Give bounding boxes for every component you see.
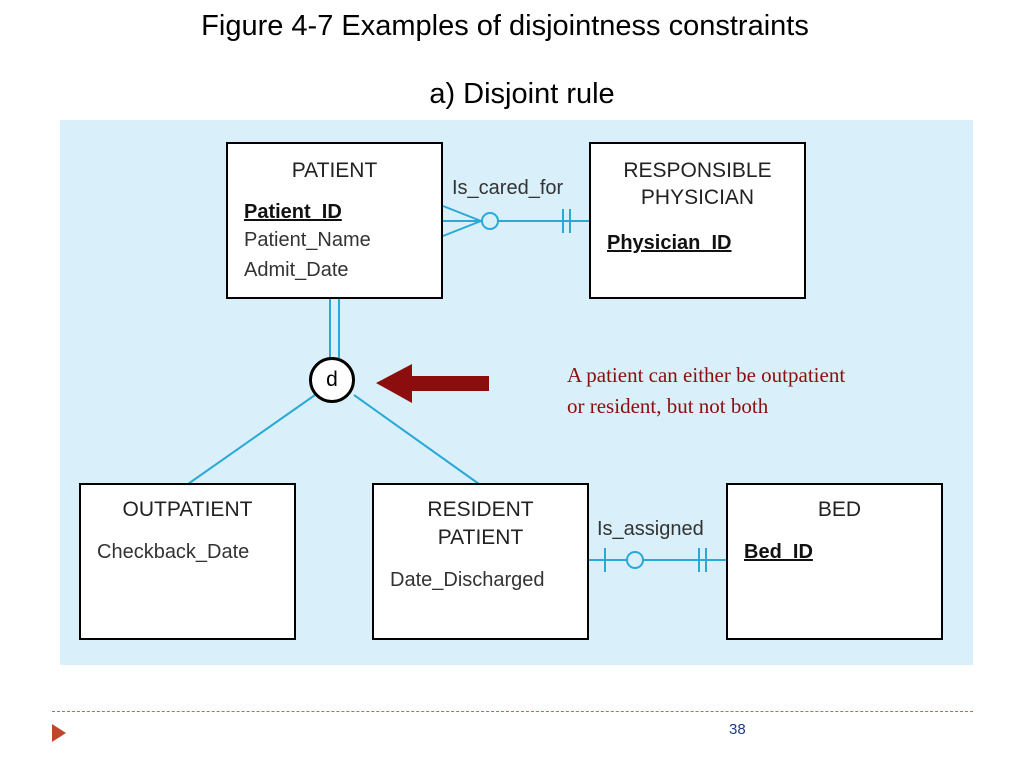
relationship-is-cared-for-label: Is_cared_for xyxy=(452,177,564,199)
entity-responsible-physician: RESPONSIBLE PHYSICIAN Physician_ID xyxy=(589,142,806,299)
disjoint-symbol: d xyxy=(309,357,355,403)
entity-patient-name: PATIENT xyxy=(291,159,378,182)
entity-bed-name: BED xyxy=(817,498,861,521)
subtype-link-resident xyxy=(353,394,480,485)
pointer-arrow xyxy=(376,364,489,403)
patient-name-attribute: Patient_Name xyxy=(244,229,371,251)
entity-outpatient: OUTPATIENT Checkback_Date xyxy=(79,483,296,640)
entity-resident-patient-name-line2: PATIENT xyxy=(437,526,524,549)
annotation-line-1: A patient can either be outpatient xyxy=(567,363,846,387)
checkback-date-attribute: Checkback_Date xyxy=(97,541,250,563)
entity-responsible-physician-name-line2: PHYSICIAN xyxy=(640,186,755,209)
footer-triangle-icon xyxy=(52,724,66,742)
relationship-is-assigned-label: Is_assigned xyxy=(597,518,704,540)
subtype-link-outpatient xyxy=(187,394,316,485)
crowfoot-upper xyxy=(442,205,482,222)
annotation-text: A patient can either be outpatient or re… xyxy=(567,360,967,422)
patient-id-attribute: Patient_ID xyxy=(244,201,342,223)
entity-patient: PATIENT Patient_ID Patient_Name Admit_Da… xyxy=(226,142,443,299)
optional-circle-resident-side xyxy=(626,551,644,569)
entity-responsible-physician-name-line1: RESPONSIBLE xyxy=(623,159,772,182)
entity-bed: BED Bed_ID xyxy=(726,483,943,640)
slide-title: Figure 4-7 Examples of disjointness cons… xyxy=(201,10,809,42)
page-number: 38 xyxy=(729,721,746,738)
date-discharged-attribute: Date_Discharged xyxy=(390,569,545,591)
crowfoot-lower xyxy=(442,220,482,237)
entity-outpatient-name: OUTPATIENT xyxy=(122,498,253,521)
bed-id-attribute: Bed_ID xyxy=(744,541,813,563)
entity-resident-patient: RESIDENT PATIENT Date_Discharged xyxy=(372,483,589,640)
entity-resident-patient-name-line1: RESIDENT xyxy=(427,498,534,521)
physician-id-attribute: Physician_ID xyxy=(607,232,732,254)
slide-subtitle: a) Disjoint rule xyxy=(429,78,615,110)
footer-divider xyxy=(52,711,973,712)
annotation-line-2: or resident, but not both xyxy=(567,394,769,418)
admit-date-attribute: Admit_Date xyxy=(244,259,349,281)
optional-circle-patient-side xyxy=(481,212,499,230)
